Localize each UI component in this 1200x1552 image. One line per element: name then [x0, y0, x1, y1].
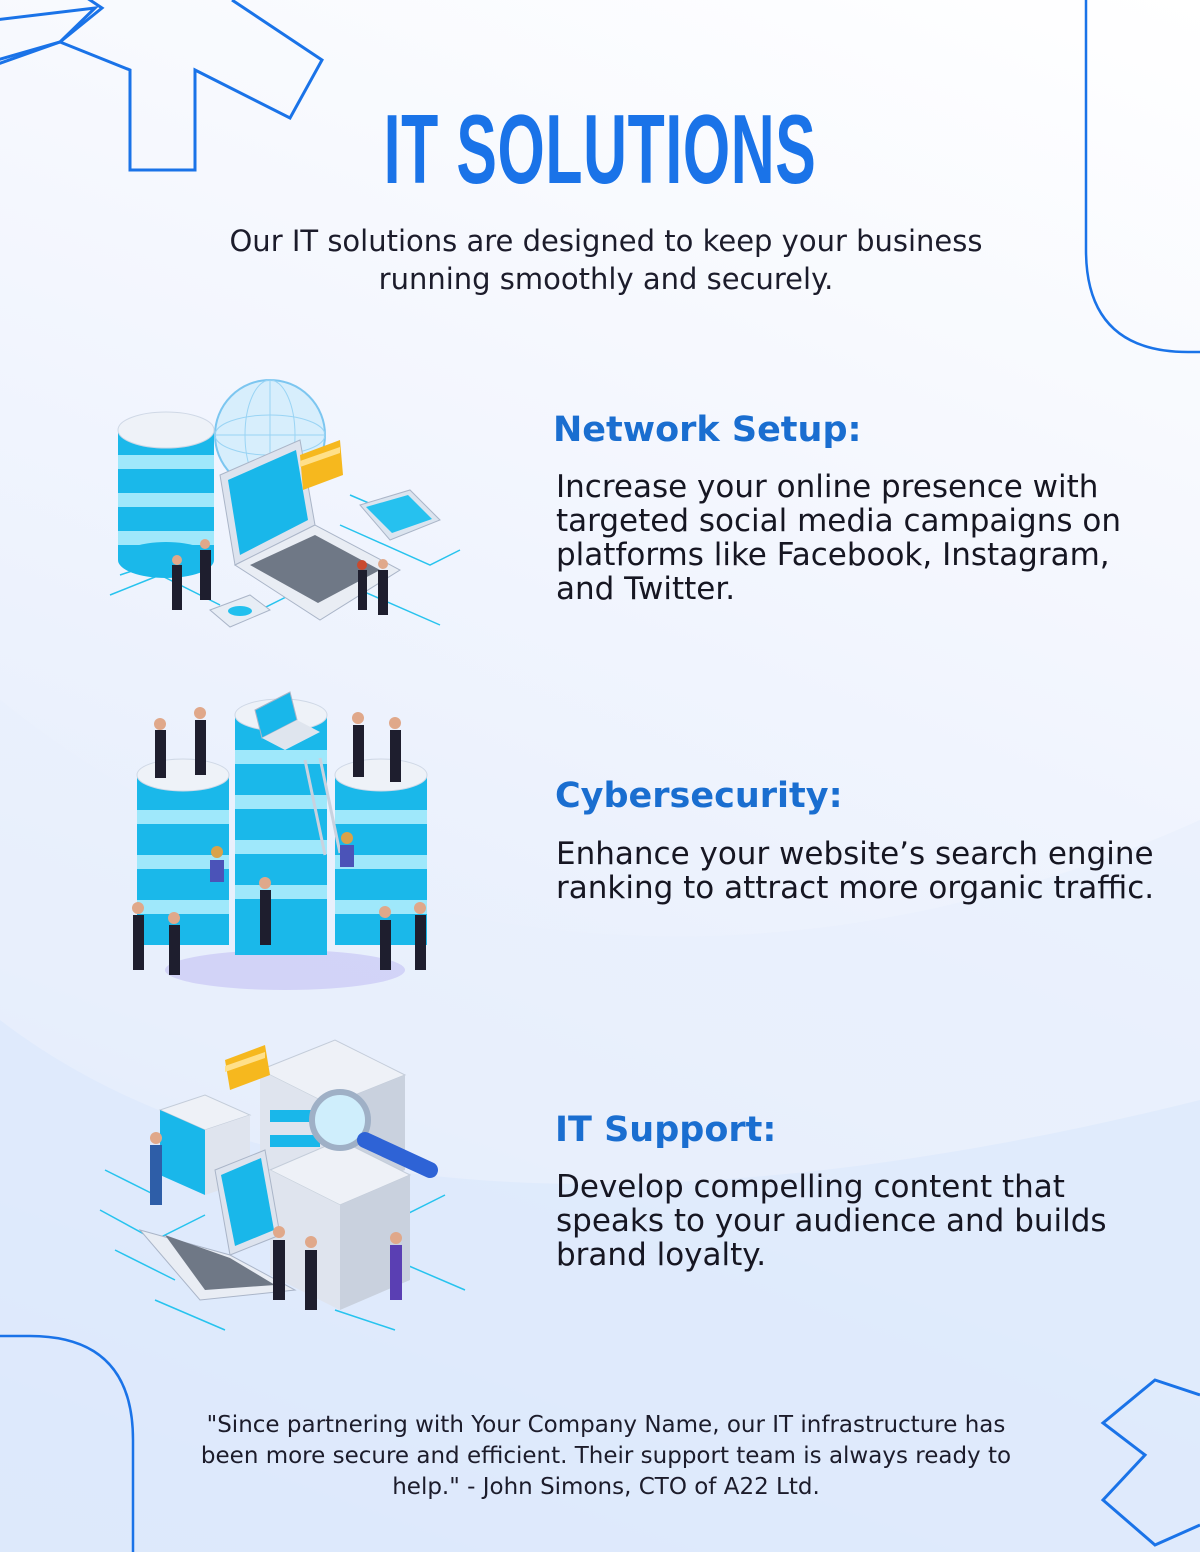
page-subtitle: Our IT solutions are designed to keep yo… [229, 224, 983, 296]
section-title-it-support: IT Support: [555, 1110, 777, 1150]
page-title: IT SOLUTIONS [383, 94, 817, 204]
star-outline-icon-bottom [1100, 1378, 1200, 1547]
corner-frame-top-right [1084, 0, 1200, 354]
section-desc-cybersecurity: Enhance your website’s search engine ran… [556, 836, 1155, 906]
cybersecurity-illustration [132, 691, 428, 990]
star-outline-icon [0, 0, 324, 172]
testimonial-quote: "Since partnering with Your Company Name… [200, 1412, 1012, 1500]
section-desc-network-setup: Increase your online presence with targe… [556, 469, 1121, 607]
section-title-cybersecurity: Cybersecurity: [555, 776, 843, 816]
network-setup-illustration [109, 379, 461, 628]
corner-frame-bottom-left [0, 1334, 135, 1552]
section-title-network-setup: Network Setup: [553, 410, 862, 450]
section-desc-it-support: Develop compelling content that speaks t… [556, 1169, 1107, 1273]
it-support-illustration [99, 1039, 466, 1331]
